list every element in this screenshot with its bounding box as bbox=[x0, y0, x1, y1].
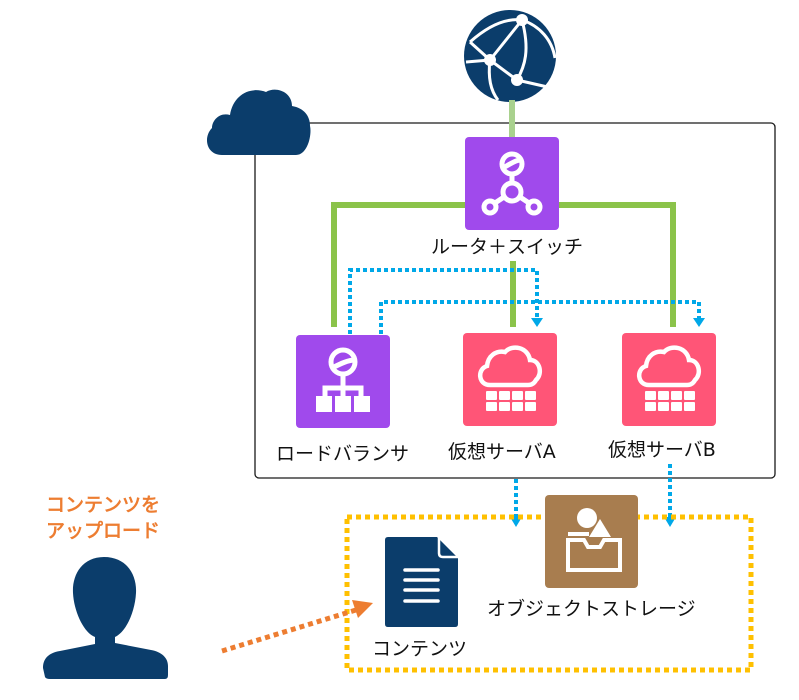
load-balancer-node[interactable] bbox=[296, 335, 390, 428]
virtual-server-icon bbox=[478, 345, 543, 411]
document-icon[interactable] bbox=[385, 537, 458, 627]
upload-annotation: コンテンツを アップロード bbox=[46, 492, 160, 544]
router-switch-icon bbox=[481, 151, 543, 216]
router-switch-node[interactable] bbox=[465, 137, 559, 230]
path-lb-serverb bbox=[379, 300, 701, 334]
object-storage-icon bbox=[566, 508, 622, 572]
link-router-serverb bbox=[559, 202, 676, 327]
user-icon bbox=[43, 557, 168, 679]
virtual-server-b-node[interactable] bbox=[622, 333, 716, 426]
upload-annotation-line1: コンテンツを bbox=[46, 494, 161, 516]
server-b-label: 仮想サーバB bbox=[608, 439, 716, 461]
globe-network-icon bbox=[464, 10, 557, 102]
virtual-server-a-node[interactable] bbox=[463, 333, 557, 426]
object-storage-label: オブジェクトストレージ bbox=[487, 598, 696, 620]
router-switch-label: ルータ＋スイッチ bbox=[431, 236, 584, 258]
contents-label: コンテンツ bbox=[372, 638, 468, 660]
arrow-head bbox=[693, 318, 705, 327]
virtual-server-icon bbox=[637, 345, 702, 411]
path-lb-servera bbox=[348, 268, 539, 334]
cloud-icon bbox=[206, 89, 311, 155]
load-balancer-icon bbox=[316, 347, 370, 412]
object-storage-node[interactable] bbox=[545, 495, 638, 588]
arrow-head bbox=[531, 318, 543, 327]
traffic-paths bbox=[348, 268, 701, 518]
server-a-label: 仮想サーバA bbox=[448, 441, 556, 463]
load-balancer-label: ロードバランサ bbox=[276, 443, 410, 465]
upload-arrow bbox=[221, 600, 373, 654]
link-router-loadbalancer bbox=[331, 202, 465, 327]
upload-annotation-line2: アップロード bbox=[46, 520, 161, 542]
